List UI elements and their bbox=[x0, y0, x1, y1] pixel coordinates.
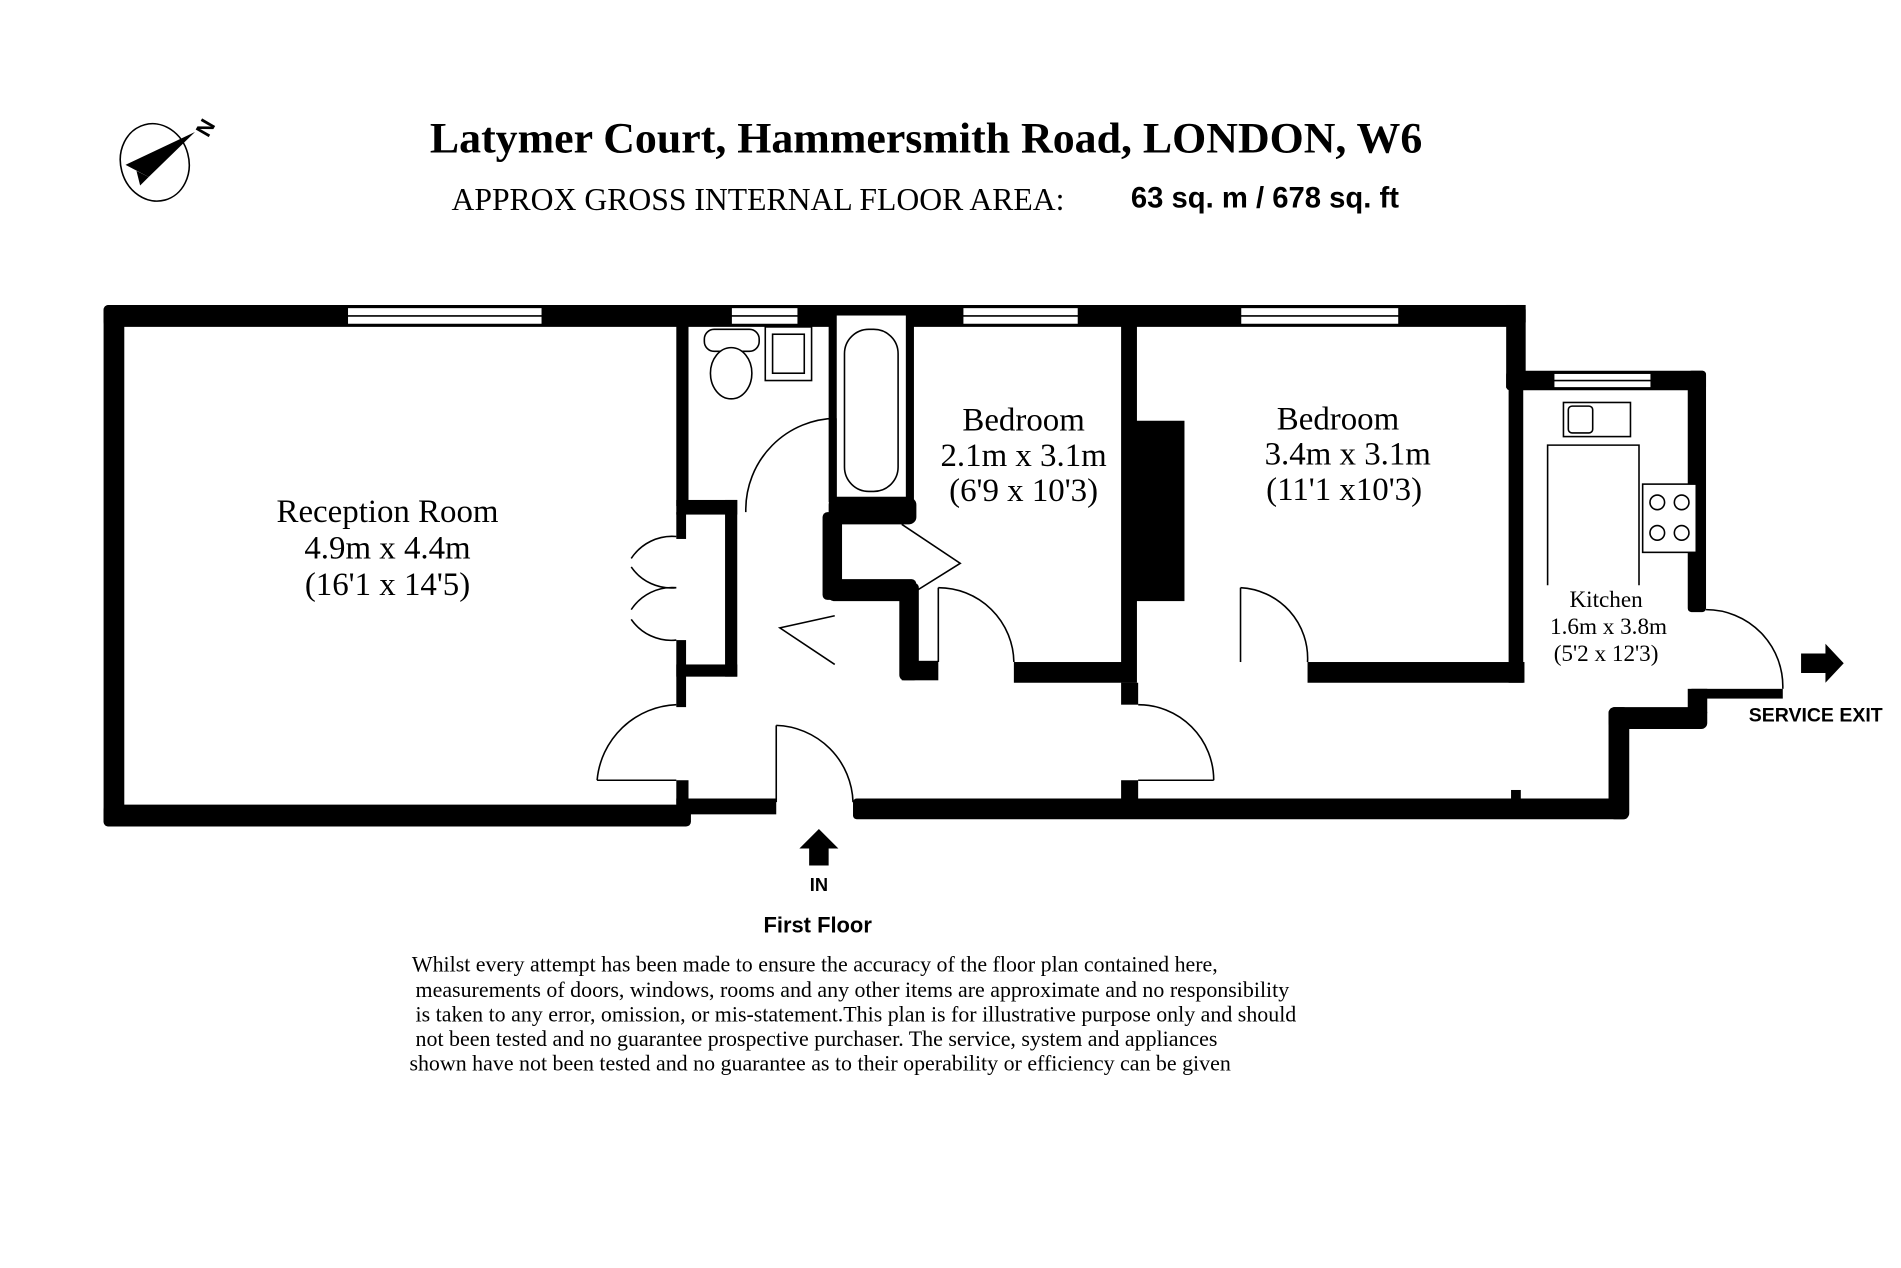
compass-letter: N bbox=[191, 115, 221, 141]
room-metric: 2.1m x 3.1m bbox=[940, 438, 1107, 474]
disclaimer-line: measurements of doors, windows, rooms an… bbox=[416, 977, 1290, 1002]
worktop bbox=[1546, 444, 1640, 586]
service-exit-label: SERVICE EXIT bbox=[1749, 705, 1883, 727]
room-name: Kitchen bbox=[1569, 587, 1643, 613]
windows bbox=[346, 306, 1652, 389]
room-name: Bedroom bbox=[962, 402, 1085, 438]
bath-icon bbox=[835, 313, 908, 499]
basin-icon bbox=[764, 326, 813, 382]
exit-arrow-icon bbox=[1801, 643, 1844, 683]
room-name: Reception Room bbox=[277, 494, 499, 530]
room-imperial: (6'9 x 10'3) bbox=[949, 473, 1098, 509]
area-value: 63 sq. m / 678 sq. ft bbox=[1131, 182, 1399, 214]
room-imperial: (16'1 x 14'5) bbox=[305, 567, 470, 603]
fixtures bbox=[703, 313, 1698, 586]
entry-label: IN bbox=[810, 874, 828, 895]
north-compass-icon: N bbox=[119, 115, 221, 202]
room-imperial: (11'1 x10'3) bbox=[1266, 472, 1422, 508]
room-imperial: (5'2 x 12'3) bbox=[1554, 641, 1659, 667]
room-name: Bedroom bbox=[1277, 401, 1400, 437]
disclaimer-line: Whilst every attempt has been made to en… bbox=[412, 952, 1218, 977]
room-metric: 1.6m x 3.8m bbox=[1550, 614, 1667, 640]
sink-icon bbox=[1562, 401, 1632, 438]
disclaimer-line: not been tested and no guarantee prospec… bbox=[416, 1026, 1218, 1051]
disclaimer-line: is taken to any error, omission, or mis-… bbox=[416, 1002, 1297, 1027]
doors bbox=[596, 417, 1784, 803]
page-title: Latymer Court, Hammersmith Road, LONDON,… bbox=[430, 115, 1422, 163]
room-metric: 3.4m x 3.1m bbox=[1265, 437, 1432, 473]
entry-arrow-icon bbox=[799, 828, 839, 866]
disclaimer-line: shown have not been tested and no guaran… bbox=[409, 1050, 1230, 1075]
area-label: APPROX GROSS INTERNAL FLOOR AREA: bbox=[451, 182, 1064, 217]
toilet-icon bbox=[703, 328, 760, 400]
disclaimer: Whilst every attempt has been made to en… bbox=[409, 952, 1296, 1076]
floor-label: First Floor bbox=[763, 913, 872, 938]
room-labels: Reception Room 4.9m x 4.4m (16'1 x 14'5)… bbox=[277, 401, 1668, 667]
hob-icon bbox=[1641, 483, 1698, 554]
room-metric: 4.9m x 4.4m bbox=[304, 530, 471, 566]
